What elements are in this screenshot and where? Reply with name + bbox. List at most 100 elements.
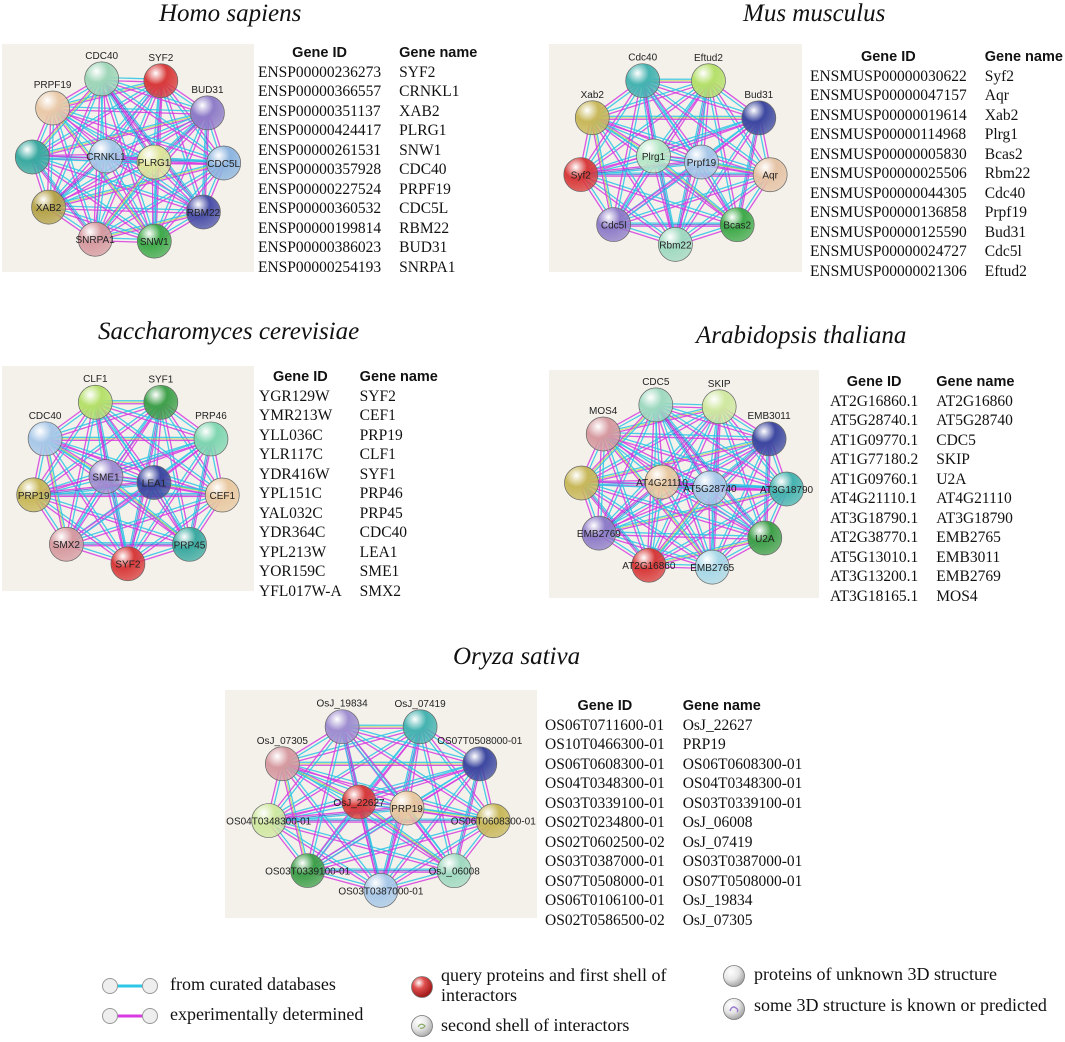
gene-id-cell: ENSP00000360532	[258, 200, 382, 218]
protein-node-label: Bud31	[744, 90, 773, 101]
interaction-edge	[307, 821, 494, 873]
gene-name-cell: SNW1	[399, 141, 442, 159]
legend-unknown-3d-label: proteins of unknown 3D structure	[754, 964, 997, 984]
protein-node: CDC40	[84, 51, 120, 97]
interaction-edge	[51, 108, 154, 164]
gene-name-cell: CEF1	[359, 407, 396, 425]
gene-name-cell: CDC40	[399, 161, 447, 179]
interaction-edge	[581, 172, 677, 244]
protein-node-label: OS04T0348300-01	[226, 817, 312, 828]
table-row: ENSP00000360532 CDC5L	[258, 200, 477, 220]
interaction-edge	[603, 407, 720, 437]
interaction-edge	[662, 439, 770, 484]
protein-node-circle	[389, 790, 425, 826]
gene-name-cell: Syf2	[984, 67, 1015, 85]
gene-id-cell: ENSP00000357928	[258, 161, 382, 179]
gene-name-cell: PRP19	[359, 426, 403, 444]
interaction-edge	[710, 438, 769, 567]
protein-node: SYF1	[143, 374, 179, 420]
gene-id-cell: ENSMUSP00000025506	[810, 165, 967, 183]
gene-name-cell: CDC5L	[399, 200, 449, 218]
protein-node-label: OsJ_07305	[257, 736, 309, 747]
protein-node: Prpf19	[684, 144, 719, 180]
protein-node-circle	[88, 459, 124, 494]
protein-node-label: SYF2	[148, 53, 173, 64]
protein-node-label: OsJ_07419	[395, 699, 447, 710]
interaction-edge	[674, 172, 770, 244]
interaction-edge	[268, 808, 408, 823]
interaction-edge	[676, 118, 761, 246]
protein-node: OsJ_07305	[257, 736, 309, 782]
protein-node: PRP19	[16, 477, 52, 513]
protein-node-label: LEA1	[142, 479, 167, 490]
protein-node-label: Xab2	[581, 90, 605, 101]
interaction-edge	[161, 401, 225, 495]
gene-id-cell: OS02T0586500-02	[545, 911, 665, 929]
interaction-edge	[455, 764, 482, 872]
protein-node-label: Syf2	[571, 171, 591, 182]
protein-node-label: CLF1	[83, 374, 108, 385]
legend-curated-label: from curated databases	[170, 974, 336, 994]
interaction-edge	[281, 724, 420, 763]
interaction-edge	[717, 407, 786, 491]
gene-name-cell: Xab2	[984, 106, 1019, 124]
gene-name-cell: OS06T0608300-01	[682, 755, 803, 773]
gene-name-cell: XAB2	[399, 102, 440, 120]
gene-id-cell: AT3G13200.1	[830, 568, 919, 586]
gene-name-cell: OsJ_07305	[682, 911, 753, 929]
interaction-edge	[269, 727, 422, 823]
protein-node-label: XAB2	[36, 203, 62, 214]
protein-node-label: CDC40	[29, 411, 62, 422]
protein-node: PLRG1	[136, 144, 172, 180]
protein-node-circle	[143, 63, 179, 99]
network-graph: Eftud2Bud31AqrBcas2Rbm22Cdc5lSyf2Xab2Cdc…	[563, 53, 788, 262]
protein-node-label: EMB3011	[748, 411, 792, 422]
interaction-edge	[675, 175, 772, 247]
protein-node-label: EMB2769	[577, 529, 621, 540]
protein-node: CLF1	[77, 374, 113, 420]
interaction-edge	[591, 118, 737, 227]
gene-id-cell: YPL213W	[259, 543, 327, 561]
protein-node: OS07T0508000-01	[437, 736, 523, 782]
interaction-edge	[45, 436, 223, 495]
interaction-edge	[158, 81, 203, 213]
protein-node: Bcas2	[719, 207, 755, 243]
table-row: OS02T0586500-02 OsJ_07305	[545, 911, 802, 931]
gene-id-cell: ENSP00000366557	[258, 83, 382, 101]
protein-node	[564, 465, 599, 501]
interaction-edge	[268, 761, 480, 820]
gene-name-cell: PRP19	[682, 736, 726, 754]
interaction-edge	[49, 79, 104, 208]
interaction-edge	[342, 724, 481, 764]
protein-node: OS06T0608300-01	[451, 803, 536, 839]
gene-name-cell: Eftud2	[984, 262, 1027, 280]
gene-name-cell: CDC5	[936, 431, 976, 449]
gene-name-cell: SYF2	[399, 63, 436, 81]
protein-node: CDC5L	[206, 145, 242, 181]
gene-name-cell: Rbm22	[984, 165, 1031, 183]
protein-node-label: PRPF19	[34, 80, 72, 91]
interaction-edge	[188, 438, 212, 545]
interaction-edge	[308, 726, 345, 872]
protein-node: OsJ_06008	[429, 853, 480, 889]
interaction-edge	[306, 806, 407, 870]
protein-node-label: SME1	[92, 473, 120, 484]
protein-node: CDC40	[27, 411, 63, 457]
protein-node-label: AT2G16860	[622, 561, 676, 572]
gene-id-cell: ENSMUSP00000044305	[810, 184, 967, 202]
interaction-edge	[599, 488, 711, 536]
gene-name-header: Gene name	[984, 49, 1063, 65]
